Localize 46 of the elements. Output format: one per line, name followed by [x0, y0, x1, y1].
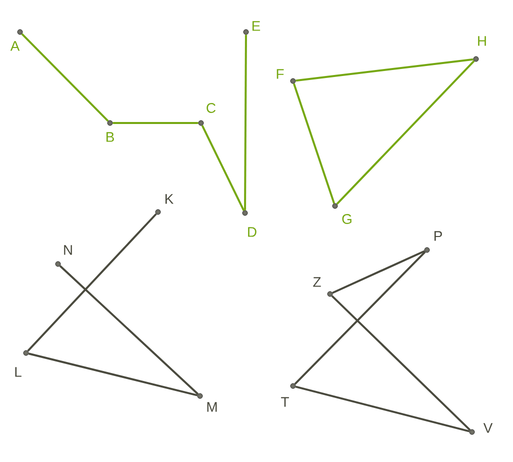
point-label: H [478, 36, 486, 46]
point-label: L [15, 367, 22, 377]
point-label: A [10, 41, 20, 51]
line-segment [59, 265, 199, 395]
point [290, 383, 296, 389]
line-segment [201, 125, 245, 211]
point-label: K [165, 194, 174, 204]
line-segment [112, 122, 198, 124]
line-segment [332, 250, 425, 294]
point [332, 203, 338, 209]
line-segment [296, 58, 474, 82]
line-segment [27, 213, 157, 352]
line-segment [331, 295, 471, 431]
point [155, 209, 161, 215]
point [197, 393, 203, 399]
point-label: V [483, 423, 493, 433]
point-label: P [434, 231, 442, 241]
point [55, 261, 61, 267]
point [473, 56, 479, 62]
point-label: N [64, 245, 72, 255]
line-segment [244, 34, 247, 210]
point-label: M [207, 402, 217, 412]
point-label: Z [313, 277, 321, 287]
point [23, 350, 29, 356]
point [327, 291, 333, 297]
point [107, 120, 113, 126]
point-label: E [252, 21, 260, 31]
line-segment [21, 33, 109, 122]
line-segment [336, 60, 475, 205]
point [424, 247, 430, 253]
point [243, 29, 249, 35]
line-segment [295, 386, 470, 432]
point-label: F [276, 69, 284, 79]
line-segment [292, 83, 336, 204]
line-segment [28, 352, 198, 396]
point [17, 29, 23, 35]
point [469, 429, 475, 435]
point-label: C [206, 103, 216, 113]
point-label: T [281, 397, 289, 407]
point [198, 120, 204, 126]
line-segment [294, 251, 426, 385]
point [242, 210, 248, 216]
point-label: D [248, 227, 256, 237]
point-label: G [342, 214, 352, 224]
point [290, 78, 296, 84]
point-label: B [106, 132, 114, 142]
